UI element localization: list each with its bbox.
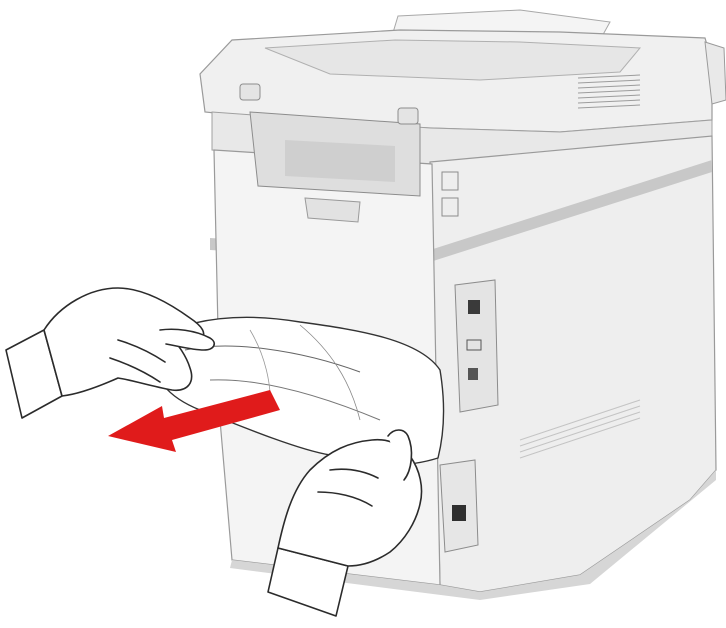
power-port bbox=[468, 368, 478, 380]
rear-output-shadow bbox=[285, 140, 395, 182]
rear-door-handle bbox=[305, 198, 360, 222]
hinge-left bbox=[240, 84, 260, 100]
hinge-right bbox=[398, 108, 418, 124]
usb-port bbox=[468, 300, 480, 314]
connector-panel bbox=[455, 280, 498, 412]
power-socket-hole bbox=[452, 505, 466, 521]
printer-icon bbox=[200, 10, 726, 600]
